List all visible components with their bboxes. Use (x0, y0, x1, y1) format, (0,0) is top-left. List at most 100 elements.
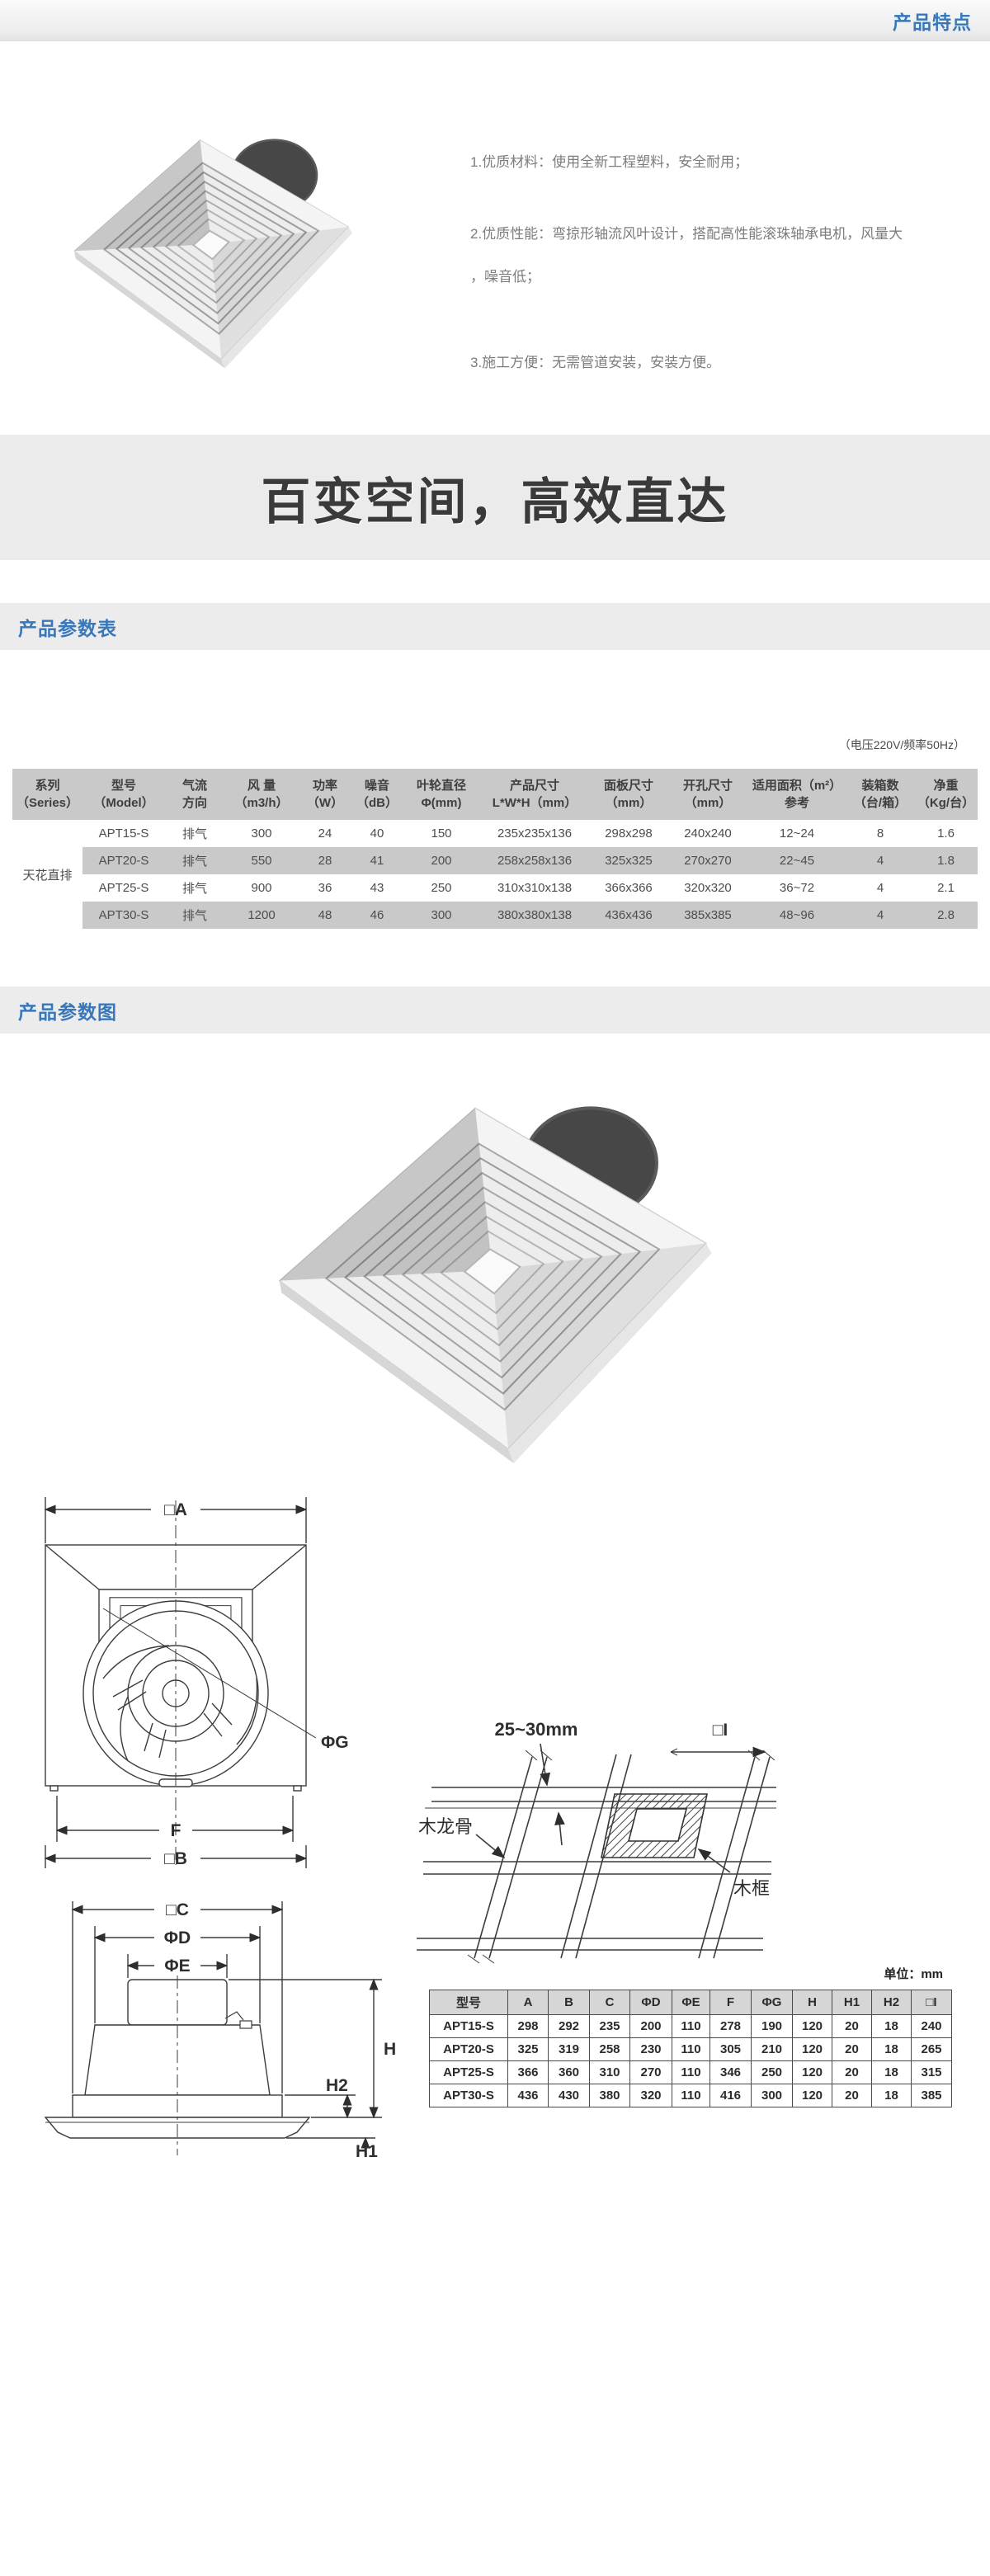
dim-label-a: □A (164, 1500, 187, 1519)
cell: 258x258x136 (480, 847, 589, 874)
cell: 40 (370, 826, 384, 841)
spec-row-apt15: 天花直排 APT15-S 排气 300 24 40 150 235x235x13… (12, 820, 978, 929)
cell: 240 (911, 2014, 952, 2038)
cell: 366x366 (605, 881, 653, 895)
cell: 110 (672, 2037, 710, 2061)
cell: 250 (751, 2060, 793, 2084)
spec-row-apt20: APT20-S 排气 550 28 41 200 258x258x136 325… (12, 847, 978, 874)
dim-row-apt15: APT15-S 298 292 235 200 110 278 190 120 … (429, 2014, 952, 2038)
dim-col-b: B (548, 1990, 590, 2015)
dim-col-i: □I (911, 1990, 952, 2015)
cell: 325 (507, 2037, 549, 2061)
cell: 12~24 (779, 826, 815, 841)
cell: 200 (403, 847, 480, 874)
section-title-diagram: 产品参数图 (18, 1001, 117, 1023)
cell: 265 (911, 2037, 952, 2061)
cell: 4 (876, 881, 884, 895)
section-bar-spec-table: 产品参数表 (0, 603, 990, 650)
dim-col-f: F (710, 1990, 752, 2015)
cell: 110 (672, 2014, 710, 2038)
cell: 380 (589, 2084, 630, 2107)
cell: 230 (629, 2037, 672, 2061)
spec-row-apt30: APT30-S 排气 1200 48 46 300 380x380x138 43… (12, 902, 978, 929)
series-cell: 天花直排 (12, 820, 82, 929)
cell: 2.8 (914, 902, 978, 929)
cell: 900 (251, 881, 272, 895)
cell: APT30-S (429, 2084, 508, 2107)
dim-col-a: A (507, 1990, 549, 2015)
dim-label-e: ΦE (164, 1957, 190, 1976)
gap-dimension-label: 25~30mm (495, 1719, 578, 1740)
cell: 385 (911, 2084, 952, 2107)
cell: 292 (548, 2014, 590, 2038)
dim-row-apt20: APT20-S 325 319 258 230 110 305 210 120 … (429, 2037, 952, 2061)
cell: 46 (351, 902, 403, 929)
cell: 190 (751, 2014, 793, 2038)
cell: 20 (832, 2037, 872, 2061)
cell: 43 (370, 881, 384, 895)
slogan-banner: 百变空间，高效直达 (0, 435, 990, 560)
cell: 36~72 (779, 881, 815, 895)
cell: 24 (318, 826, 332, 841)
cell: 366 (507, 2060, 549, 2084)
cell: 325x325 (589, 847, 668, 874)
col-header-panel-size: 面板尺寸 （mm） (589, 769, 668, 820)
dim-row-apt30: APT30-S 436 430 380 320 110 416 300 120 … (429, 2084, 952, 2107)
cell: 315 (911, 2060, 952, 2084)
voltage-note: （电压220V/频率50Hz） (838, 738, 965, 751)
spec-table-header-row: 系列 （Series） 型号 （Model） 气流 方向 风 量 （m3/h） … (12, 769, 978, 820)
cell: APT15-S (429, 2014, 508, 2038)
dim-col-model: 型号 (429, 1990, 508, 2015)
dim-label-f: F (171, 1821, 182, 1840)
col-header-series: 系列 （Series） (12, 769, 82, 820)
dim-label-b: □B (164, 1849, 187, 1868)
cell: 300 (403, 902, 480, 929)
cell: 430 (548, 2084, 590, 2107)
cell: 278 (710, 2014, 752, 2038)
cell: 1200 (224, 902, 299, 929)
cell: 22~45 (747, 847, 846, 874)
cell: 18 (871, 2037, 912, 2061)
col-header-impeller: 叶轮直径 Φ(mm) (403, 769, 480, 820)
cell: 120 (792, 2037, 832, 2061)
cell: 120 (792, 2014, 832, 2038)
cell: 235x235x136 (497, 826, 573, 841)
cell: 120 (792, 2084, 832, 2107)
cell: APT25-S (429, 2060, 508, 2084)
cell: 258 (589, 2037, 630, 2061)
feature-item-2: 2.优质性能：弯掠形轴流风叶设计，搭配高性能滚珠轴承电机，风量大 ，噪音低； (470, 226, 903, 285)
joist-label: 木龙骨 (418, 1816, 473, 1837)
cell: 36 (318, 881, 332, 895)
col-header-model: 型号 （Model） (82, 769, 165, 820)
col-header-weight: 净重 （Kg/台） (914, 769, 978, 820)
cell: 1.8 (914, 847, 978, 874)
cell: 270 (629, 2060, 672, 2084)
feature-item-3: 3.施工方便：无需管道安装，安装方便。 (470, 355, 721, 370)
cell: 1.6 (937, 826, 955, 841)
cell: 300 (251, 826, 272, 841)
cell: 300 (751, 2084, 793, 2107)
cell: 18 (871, 2060, 912, 2084)
cell: 310 (589, 2060, 630, 2084)
cell: 305 (710, 2037, 752, 2061)
cell: APT30-S (82, 902, 165, 929)
cell: APT25-S (98, 881, 149, 895)
cell: 436 (507, 2084, 549, 2107)
col-header-airflow: 气流 方向 (165, 769, 224, 820)
cell: 380x380x138 (480, 902, 589, 929)
cell: 250 (431, 881, 452, 895)
cell: 120 (792, 2060, 832, 2084)
cell: 319 (548, 2037, 590, 2061)
col-header-power: 功率 （W） (299, 769, 351, 820)
cell: 270x270 (668, 847, 747, 874)
top-section-bar: 产品特点 (0, 0, 990, 41)
cell: 310x310x138 (497, 881, 573, 895)
cell: 346 (710, 2060, 752, 2084)
dim-col-h2: H2 (871, 1990, 912, 2015)
cell: APT20-S (429, 2037, 508, 2061)
cell: 436x436 (589, 902, 668, 929)
cell: 20 (832, 2084, 872, 2107)
col-header-packing: 装箱数 （台/箱） (846, 769, 914, 820)
unit-note: 单位：mm (884, 1967, 943, 1981)
